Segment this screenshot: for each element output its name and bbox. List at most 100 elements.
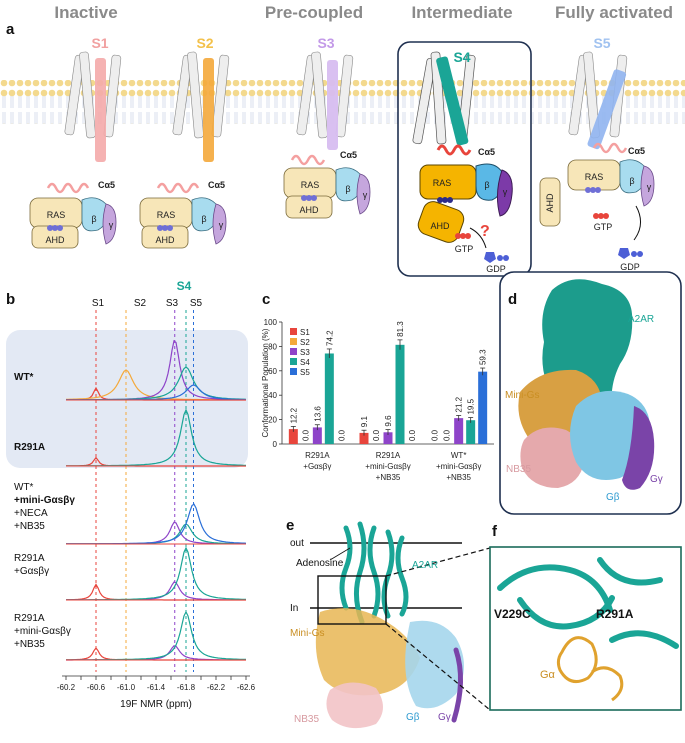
nmr-tick-label: -62.2 [207, 683, 226, 692]
s5-label: S5 [593, 35, 610, 51]
nmr-x-ticks: -60.2-60.6-61.0-61.4-61.8-62.2-62.6 [57, 676, 256, 692]
gamma-label-s2: γ [219, 220, 224, 230]
sample-r291a-mini-l1: R291A [14, 613, 45, 624]
bar-value-label: 81.3 [396, 321, 405, 337]
gtp-label-s5: GTP [594, 222, 613, 232]
gdp-label-s4: GDP [486, 264, 506, 274]
sample-r291a: R291A [14, 442, 45, 453]
spectrum-component-s5 [66, 503, 247, 545]
legend-swatch-s4 [290, 358, 297, 365]
beta-label-s4: β [484, 180, 489, 190]
sample-r291a-gs-l1: R291A [14, 553, 45, 564]
sample-r291a-gs-l2: +Gαsβγ [14, 566, 49, 577]
legend-label-s1: S1 [300, 328, 310, 337]
legend-swatch-s1 [290, 328, 297, 335]
nmr-tick-label: -61.4 [147, 683, 166, 692]
receptor-s3 [296, 51, 354, 150]
receptor-s4 [412, 51, 476, 146]
bar-y-tick-label: 20 [268, 416, 277, 425]
panel-e-letter: e [286, 517, 294, 534]
bar-value-label: 74.2 [325, 330, 334, 346]
nmr-tick-label: -62.6 [237, 683, 256, 692]
label-gb-ribbon: Gβ [406, 712, 420, 723]
bar-s4 [324, 353, 334, 444]
ca5-label-s5: Cα5 [628, 146, 645, 156]
map-label-nb35: NB35 [506, 464, 531, 475]
gamma-label-s3: γ [363, 190, 368, 200]
beta-label-s5: β [629, 176, 634, 186]
bar-y-label: Conformational Population (%) [261, 328, 270, 437]
gprotein-s3 [283, 154, 371, 219]
ahd-label-s5: AHD [545, 193, 555, 213]
bar-value-label: 0.0 [301, 429, 310, 441]
s1-label: S1 [91, 35, 108, 51]
ca5-label-s4: Cα5 [478, 147, 495, 157]
bar-s3 [312, 427, 322, 444]
peak-label-s5: S5 [190, 298, 203, 309]
label-a2ar-ribbon: A2AR [412, 560, 438, 571]
sample-wt-complex-l1: WT* [14, 482, 34, 493]
gprotein-s5 [539, 142, 655, 259]
map-label-gb: Gβ [606, 492, 620, 503]
peak-label-s2: S2 [134, 298, 147, 309]
legend-label-s3: S3 [300, 348, 310, 357]
bar-s4 [395, 344, 405, 444]
label-out: out [290, 538, 304, 549]
label-minigs-ribbon: Mini-Gs [290, 628, 324, 639]
state-intermediate: Intermediate [411, 3, 512, 22]
bar-category-label: R291A [305, 451, 330, 460]
sample-r291a-mini-l3: +NB35 [14, 639, 45, 650]
zoom-region-box [317, 575, 387, 625]
sample-wt-complex-l4: +NB35 [14, 521, 45, 532]
legend-swatch-s5 [290, 368, 297, 375]
ras-label-s3: RAS [301, 180, 320, 190]
ca5-label-s2: Cα5 [208, 180, 225, 190]
gdp-label-s5: GDP [620, 262, 640, 272]
bar-value-label: 59.3 [479, 349, 488, 365]
gamma-label-s1: γ [109, 220, 114, 230]
adenosine-pointer [329, 547, 351, 561]
bar-s3 [454, 418, 464, 444]
complex-ribbon-structure [315, 521, 464, 729]
bar-value-label: 21.2 [455, 396, 464, 412]
bar-y-tick-label: 40 [268, 391, 277, 400]
map-label-minigs: Mini-Gs [505, 390, 539, 401]
receptor-s2 [172, 51, 230, 162]
bar-s3 [383, 432, 393, 444]
sample-wt-complex-l3: +NECA [14, 508, 48, 519]
bar-category-label: R291A [376, 451, 401, 460]
peak-label-s4: S4 [177, 279, 192, 293]
label-in: In [290, 603, 298, 614]
ahd-label-s2: AHD [155, 235, 175, 245]
cryoem-density-map [518, 279, 655, 490]
beta-label-s2: β [201, 214, 206, 224]
ahd-label-s3: AHD [299, 205, 319, 215]
panel-f-letter: f [492, 523, 498, 540]
label-r291a: R291A [596, 607, 634, 621]
state-pre-coupled: Pre-coupled [265, 3, 363, 22]
bar-category-label: +mini-Gαsβγ [436, 462, 481, 471]
panel-c-letter: c [262, 291, 270, 308]
nmr-tick-label: -61.0 [117, 683, 136, 692]
nmr-spectra [65, 310, 247, 672]
panel-d-letter: d [508, 291, 517, 308]
bar-value-label: 0.0 [337, 429, 346, 441]
label-nb35-ribbon: NB35 [294, 714, 319, 725]
bar-value-label: 9.6 [384, 415, 393, 427]
legend-label-s4: S4 [300, 358, 310, 367]
bar-value-label: 13.6 [313, 406, 322, 422]
bar-value-label: 0.0 [431, 429, 440, 441]
sample-r291a-mini-l2: +mini-Gαsβγ [14, 626, 71, 637]
gtp-label-s4: GTP [455, 244, 474, 254]
bar-y-tick-label: 100 [264, 318, 278, 327]
ahd-label-s4: AHD [430, 221, 450, 231]
nmr-x-label: 19F NMR (ppm) [120, 699, 192, 710]
ras-label-s5: RAS [585, 172, 604, 182]
receptor-s5 [568, 51, 628, 150]
question-mark: ? [480, 223, 490, 240]
ras-label-s1: RAS [47, 210, 66, 220]
ras-label-s4: RAS [433, 178, 452, 188]
bar-y-tick-label: 60 [268, 367, 277, 376]
